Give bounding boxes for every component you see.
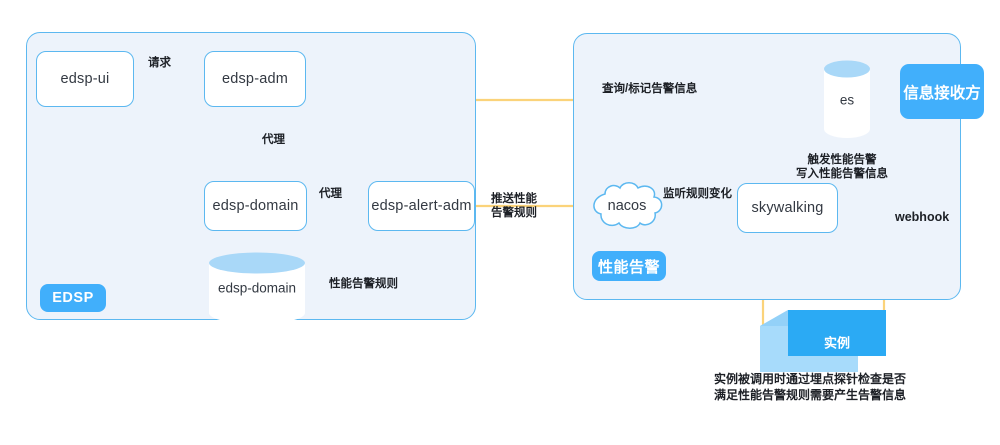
edge-label-request: 请求 (148, 57, 171, 69)
node-edsp-adm-label: edsp-adm (221, 71, 289, 87)
node-edsp-domain-service-label: edsp-domain (212, 198, 299, 214)
instance-caption: 实例被调用时通过埋点探针检查是否 满足性能告警规则需要产生告警信息 (714, 372, 907, 402)
node-nacos-label: nacos (607, 198, 647, 214)
badge-performance-alert-label: 性能告警 (597, 258, 660, 276)
node-edsp-ui[interactable]: edsp-ui (36, 51, 134, 107)
edge-label-proxy-adm-domain: 代理 (262, 134, 285, 146)
node-instance-label: 实例 (823, 335, 850, 351)
node-skywalking[interactable]: skywalking (737, 183, 838, 233)
node-skywalking-label: skywalking (751, 200, 824, 216)
node-es-label: es (839, 92, 855, 108)
node-edsp-alert-adm[interactable]: edsp-alert-adm (368, 181, 475, 231)
node-instance[interactable]: 实例 (760, 310, 886, 372)
edge-label-proxy-domain-alert: 代理 (319, 188, 342, 200)
node-edsp-domain-service[interactable]: edsp-domain (204, 181, 307, 231)
edge-label-listen-rule-change: 监听规则变化 (663, 188, 732, 200)
node-nacos[interactable]: nacos (585, 180, 669, 232)
edge-label-push-perf-rule: 推送性能 告警规则 (491, 193, 537, 219)
edge-label-trigger-write-alert: 触发性能告警 写入性能告警信息 (796, 154, 888, 180)
badge-edsp: EDSP (40, 284, 106, 312)
badge-edsp-label: EDSP (52, 290, 94, 306)
node-edsp-adm[interactable]: edsp-adm (204, 51, 306, 107)
edge-label-webhook: webhook (895, 210, 950, 224)
node-es[interactable]: es (823, 60, 871, 140)
node-edsp-domain-database-label: edsp-domain (217, 280, 297, 296)
edge-label-query-mark-alert: 查询/标记告警信息 (602, 83, 698, 95)
node-message-receiver[interactable]: 信息接收方 (900, 64, 984, 119)
node-message-receiver-label: 信息接收方 (903, 84, 981, 102)
node-edsp-domain-database[interactable]: edsp-domain (208, 252, 306, 324)
node-edsp-alert-adm-label: edsp-alert-adm (371, 198, 472, 214)
cube-icon (760, 310, 886, 372)
database-icon (824, 60, 870, 138)
edge-label-perf-alert-rule: 性能告警规则 (329, 278, 398, 290)
database-icon (209, 252, 305, 324)
badge-performance-alert: 性能告警 (592, 251, 666, 281)
cloud-icon (593, 182, 663, 229)
node-edsp-ui-label: edsp-ui (60, 71, 110, 87)
